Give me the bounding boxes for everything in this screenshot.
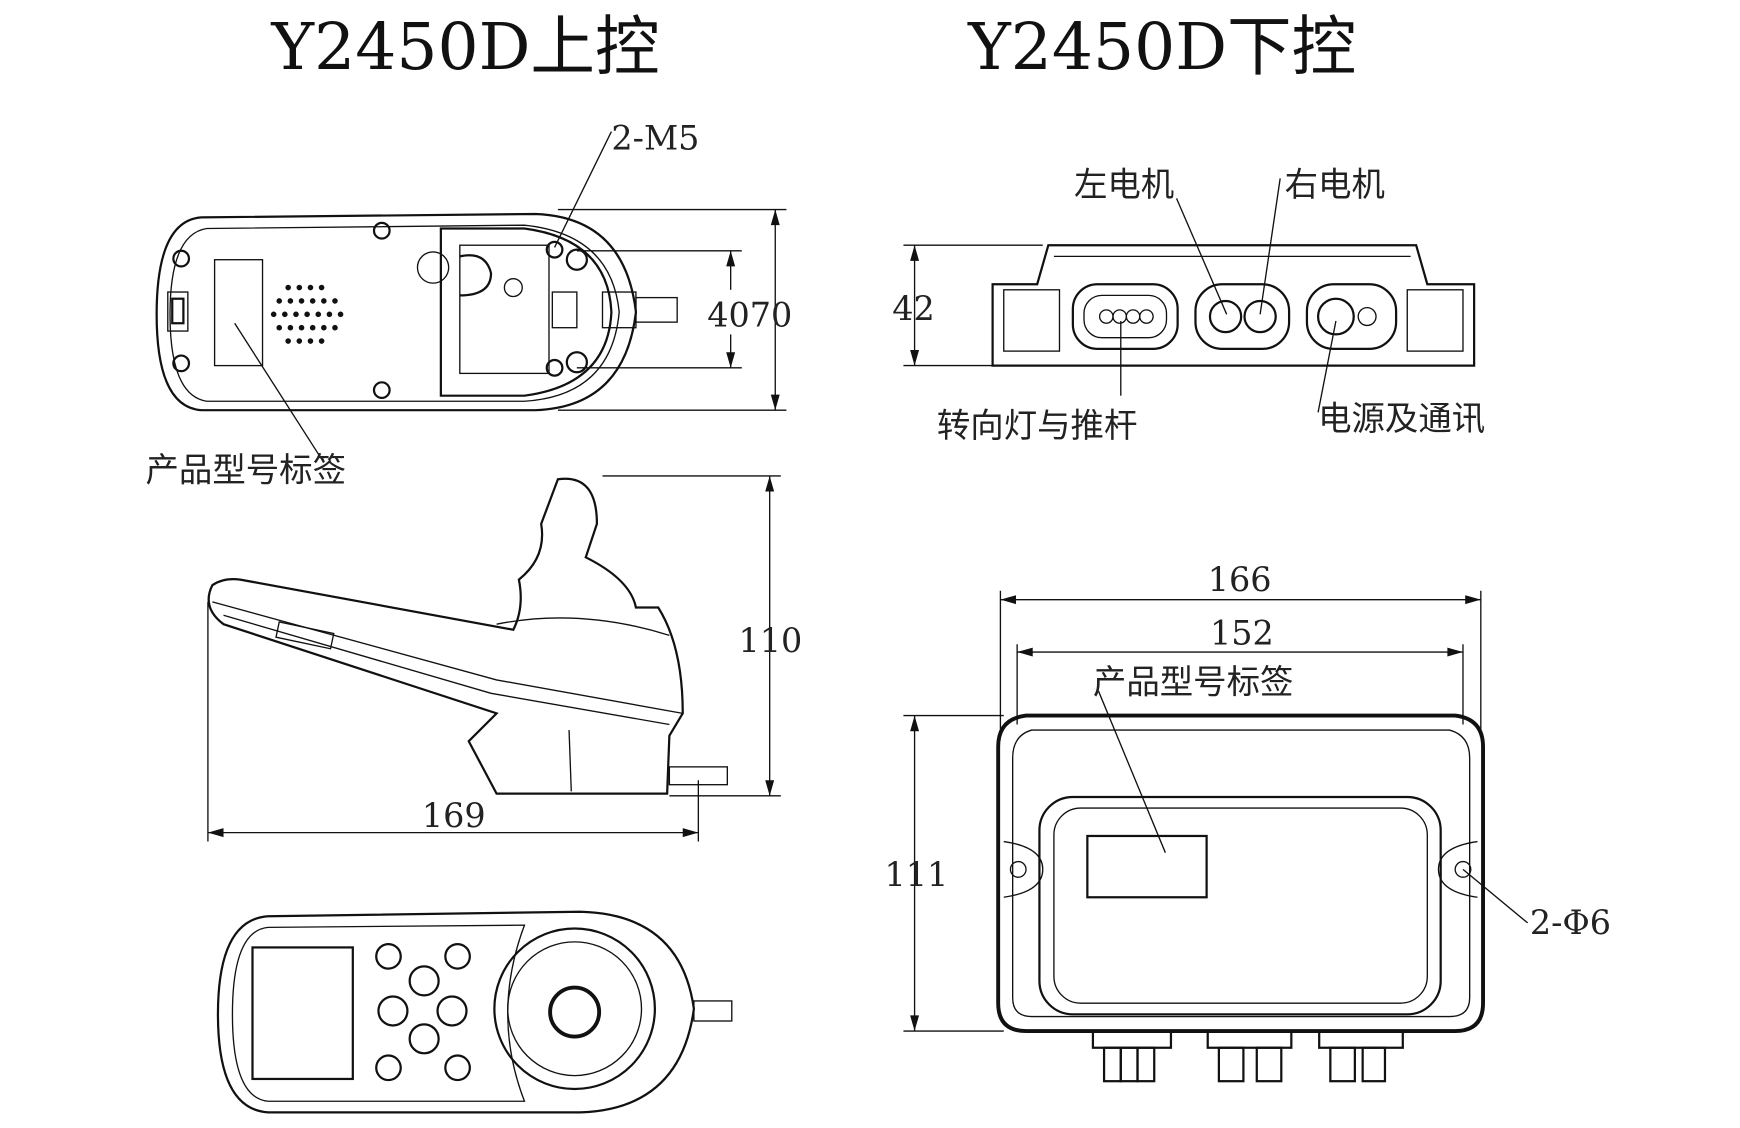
dim-166: 166 [1208, 560, 1272, 599]
label-turn-signal-actuator: 转向灯与推杆 [937, 406, 1138, 445]
dim-4070: 4070 [707, 296, 792, 335]
lower-controller-front-view: 左电机 右电机 转向灯与推杆 电源及通讯 42 [892, 165, 1485, 445]
label-power-communication: 电源及通讯 [1318, 399, 1485, 438]
label-product-tag-upper: 产品型号标签 [145, 451, 346, 490]
dim-110: 110 [738, 621, 802, 660]
title-upper-controller: Y2450D上控 [270, 10, 659, 85]
title-lower-controller: Y2450D下控 [967, 10, 1356, 85]
label-2-m5: 2-M5 [611, 118, 699, 157]
upper-controller-side-view: 110 169 [207, 475, 802, 842]
dim-42: 42 [892, 289, 935, 328]
upper-controller-keypad-view [216, 910, 733, 1114]
lower-controller-top-view: 产品型号标签 2-Φ6 166 152 111 [884, 560, 1611, 1083]
label-right-motor: 右电机 [1285, 165, 1385, 204]
dim-152: 152 [1210, 613, 1274, 652]
label-product-tag-lower: 产品型号标签 [1093, 662, 1294, 701]
dim-111: 111 [884, 855, 948, 894]
upper-controller-top-view: 2-M5 4070 产品型号标签 [145, 118, 792, 489]
label-left-motor: 左电机 [1074, 165, 1174, 204]
dim-169: 169 [422, 796, 486, 835]
label-2-phi6: 2-Φ6 [1530, 903, 1611, 942]
